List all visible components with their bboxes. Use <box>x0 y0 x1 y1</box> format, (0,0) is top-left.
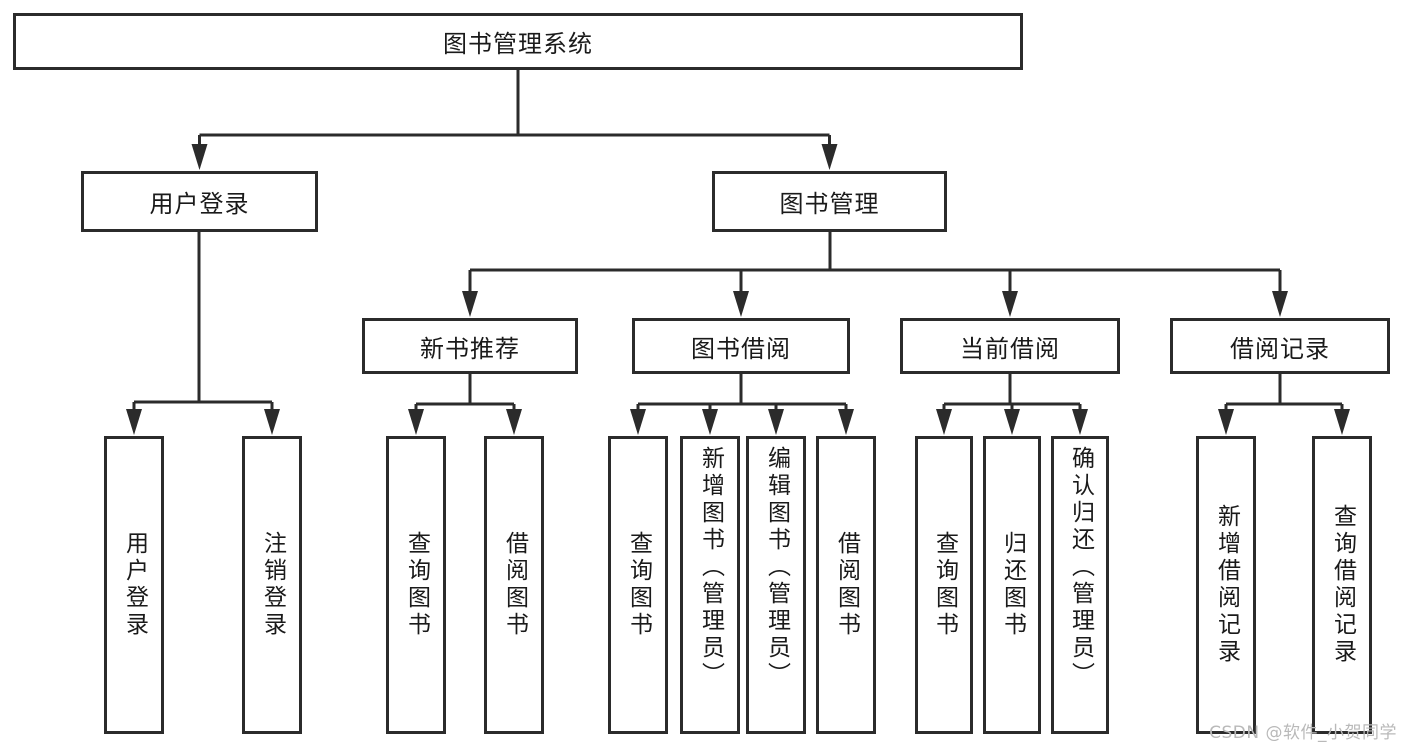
node-box-leaf-add-book[interactable] <box>680 436 740 734</box>
connector-record-to-leaves <box>1218 374 1350 435</box>
node-box-leaf-add-borrow-record[interactable] <box>1196 436 1256 734</box>
node-box-borrow-record[interactable] <box>1170 318 1390 374</box>
node-box-leaf-query-book-current[interactable] <box>915 436 973 734</box>
connector-user-login-to-leaves <box>126 232 280 435</box>
node-box-new-book-recommend[interactable] <box>362 318 578 374</box>
connector-root-to-level1 <box>191 70 838 170</box>
node-box-leaf-confirm-return[interactable] <box>1051 436 1109 734</box>
node-box-current-borrow[interactable] <box>900 318 1120 374</box>
node-box-leaf-edit-book[interactable] <box>746 436 806 734</box>
node-box-leaf-query-book-recommend[interactable] <box>386 436 446 734</box>
csdn-watermark: CSDN @软件_小贺同学 <box>1209 723 1397 743</box>
connector-borrow-to-leaves <box>630 374 854 435</box>
connector-current-to-leaves <box>936 374 1088 435</box>
node-box-leaf-return-book[interactable] <box>983 436 1041 734</box>
node-box-leaf-borrow-book[interactable] <box>816 436 876 734</box>
node-box-root[interactable] <box>13 13 1023 70</box>
node-box-leaf-logout[interactable] <box>242 436 302 734</box>
connector-book-management-to-level2 <box>462 232 1288 317</box>
node-box-leaf-borrow-book-recommend[interactable] <box>484 436 544 734</box>
node-box-book-borrow[interactable] <box>632 318 850 374</box>
node-box-user-login[interactable] <box>81 171 318 232</box>
connector-recommend-to-leaves <box>408 374 522 435</box>
node-box-book-management[interactable] <box>712 171 947 232</box>
node-box-leaf-query-book-borrow[interactable] <box>608 436 668 734</box>
node-box-leaf-user-login[interactable] <box>104 436 164 734</box>
node-box-leaf-query-borrow-record[interactable] <box>1312 436 1372 734</box>
